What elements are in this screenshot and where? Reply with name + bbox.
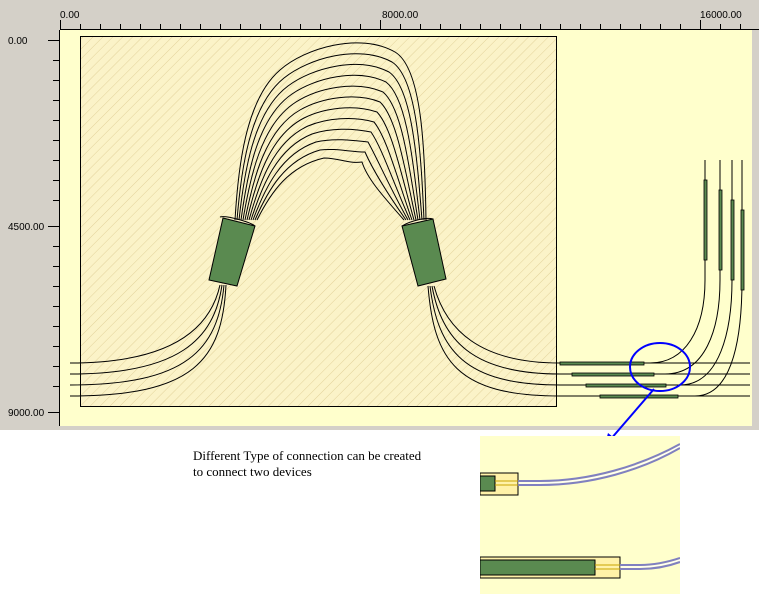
device-output-waveguides [69,284,750,397]
y-ruler-label-0: 0.00 [8,36,28,47]
zoom-inset-drawing [479,443,681,579]
x-ruler-label-16000: 16000.00 [700,10,742,21]
taper-connectors [559,179,745,399]
right-device[interactable] [401,218,447,287]
zoomed-connection-upper [479,443,681,496]
left-device[interactable] [208,216,256,287]
annotation-text: Different Type of connection can be crea… [193,448,473,480]
y-ruler-label-9000: 9000.00 [8,408,45,419]
annotation-line-2: to connect two devices [193,464,312,479]
zoom-inset [479,436,681,594]
waveguide-arc-fan [234,42,427,221]
zoomed-connection-lower [479,556,681,579]
horizontal-ruler: 0.00 8000.00 16000.00 [60,8,759,30]
right-bend-waveguides [560,160,743,397]
annotation-line-1: Different Type of connection can be crea… [193,448,422,463]
layout-window: 0.00 8000.00 16000.00 [0,0,759,430]
layout-drawing [69,36,750,407]
x-ruler-label-8000: 8000.00 [382,10,419,21]
x-ruler-label-0: 0.00 [60,10,80,21]
y-ruler-label-4500: 4500.00 [8,222,45,233]
vertical-ruler: 0.00 4500.00 9000.00 [0,30,60,430]
layout-canvas[interactable] [60,30,752,426]
